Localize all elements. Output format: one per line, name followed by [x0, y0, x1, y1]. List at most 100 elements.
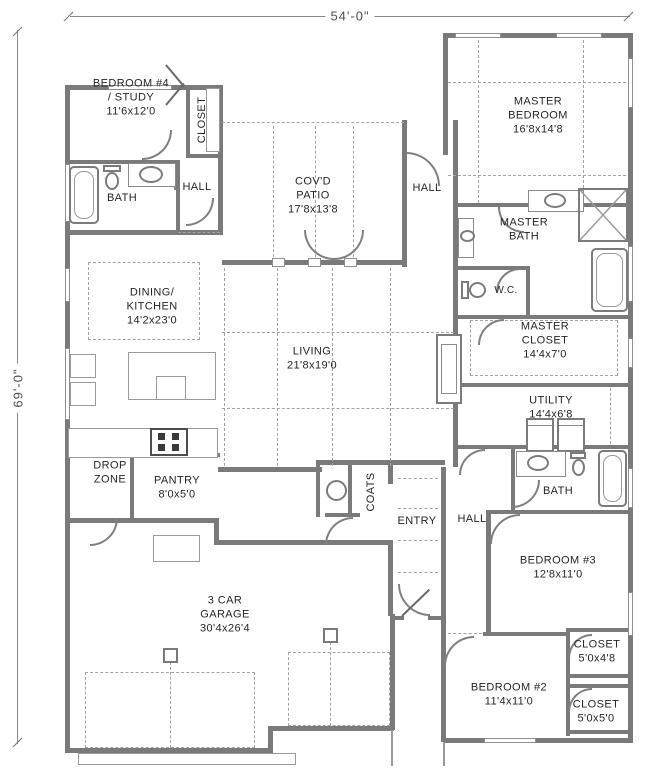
wall-segment [486, 510, 630, 514]
fixture-outline [70, 354, 96, 378]
dashed-outline [88, 262, 200, 340]
ceiling-dash-line [583, 40, 584, 203]
sink-icon [527, 455, 549, 471]
fixture-outline [68, 428, 218, 458]
garage-pillar [163, 648, 178, 663]
wall-segment [214, 540, 392, 545]
sink-icon [544, 193, 566, 208]
wall-segment [483, 632, 568, 636]
ceiling-dash-line [353, 126, 354, 262]
room-label-drop-zone: DROP ZONE [93, 459, 127, 485]
door-swing-arc [512, 480, 540, 508]
dashed-outline [470, 320, 618, 376]
ceiling-dash-line [610, 388, 611, 444]
wall-segment [443, 33, 448, 155]
patio-post [308, 258, 321, 267]
door-swing-arc [490, 514, 520, 544]
wall-segment [443, 33, 630, 38]
wall-segment [65, 230, 222, 235]
room-label-closet-bedroom2: CLOSET 5'0x5'0 [572, 698, 620, 724]
wall-segment [566, 730, 630, 734]
sink-icon [326, 480, 347, 501]
window [65, 268, 70, 302]
bathtub-icon [591, 248, 628, 312]
ceiling-dash-line [330, 642, 331, 726]
window [628, 468, 633, 508]
fixture-outline [156, 376, 186, 400]
sink-icon [460, 230, 475, 242]
wall-segment [388, 540, 393, 616]
room-label-bedroom2: BEDROOM #2 11'4x11'0 [470, 681, 548, 707]
wall-segment [428, 616, 443, 620]
room-label-hall-master: HALL [412, 182, 442, 195]
fixture-outline [443, 742, 445, 766]
wall-segment [186, 154, 222, 158]
room-label-closet-bedroom3: CLOSET 5'0x4'8 [573, 638, 621, 664]
sink-icon [139, 166, 163, 183]
stove-burner [172, 444, 179, 451]
room-label-hall-bedrooms: HALL [457, 513, 487, 526]
room-label-pantry: PANTRY 8'0x5'0 [153, 474, 201, 500]
stove-burner [158, 444, 165, 451]
ceiling-dash-line [222, 408, 454, 409]
wall-segment [65, 748, 273, 753]
bathtub-icon [598, 450, 627, 507]
wall-segment [441, 467, 446, 742]
door-swing-arc [90, 518, 118, 546]
window [65, 348, 70, 420]
room-label-entry: ENTRY [397, 515, 437, 528]
wall-segment [325, 513, 360, 517]
ceiling-dash-line [390, 268, 391, 466]
window [628, 338, 633, 368]
toilet-icon [105, 172, 119, 190]
door-swing-arc [334, 230, 364, 260]
room-label-garage: 3 CAR GARAGE 30'4x26'4 [199, 594, 251, 634]
door-swing-arc [406, 152, 440, 186]
ceiling-dash-line [478, 40, 479, 203]
window [628, 592, 633, 636]
ceiling-dash-line [224, 268, 225, 466]
fixture-outline [391, 730, 393, 766]
wall-segment [65, 160, 180, 164]
garage-pillar [323, 628, 338, 643]
wall-segment [486, 510, 491, 636]
wall-segment [566, 628, 570, 736]
window [108, 85, 172, 90]
room-label-bath2: BATH [542, 485, 574, 498]
patio-post [272, 258, 285, 267]
room-label-covd-patio: COV'D PATIO 17'8x13'8 [287, 175, 339, 215]
room-label-bedroom4: BEDROOM #4 / STUDY 11'6x12'0 [92, 77, 170, 117]
shower-icon [578, 188, 628, 242]
ceiling-dash-line [398, 478, 438, 479]
room-label-master-closet: MASTER CLOSET 14'4x7'0 [520, 320, 570, 360]
wall-segment [218, 85, 223, 235]
toilet-icon [570, 452, 586, 459]
ceiling-dash-line [170, 662, 171, 748]
wall-segment [453, 120, 458, 467]
wall-segment [457, 315, 630, 319]
window [628, 246, 633, 302]
wall-segment [402, 120, 407, 267]
wall-segment [316, 460, 320, 517]
toilet-icon [461, 281, 469, 299]
wall-segment [218, 467, 322, 472]
wall-segment [445, 738, 633, 743]
wall-segment [566, 684, 630, 688]
toilet-icon [469, 282, 486, 298]
ceiling-dash-line [448, 633, 482, 634]
wall-segment [390, 616, 404, 620]
room-label-living: LIVING 21'8x19'0 [286, 345, 338, 371]
bathtub-icon [69, 166, 99, 224]
dimension-label-width: 54'-0" [325, 8, 375, 24]
ceiling-dash-line [222, 332, 454, 333]
wall-segment [316, 460, 445, 465]
window [556, 33, 602, 38]
ceiling-dash-line [178, 232, 220, 233]
ceiling-dash-line [277, 268, 278, 466]
washer-icon [526, 418, 554, 452]
fixture-outline [153, 535, 200, 562]
room-label-master-bath: MASTER BATH [499, 216, 549, 242]
wall-segment [628, 33, 633, 743]
ceiling-dash-line [448, 82, 626, 83]
